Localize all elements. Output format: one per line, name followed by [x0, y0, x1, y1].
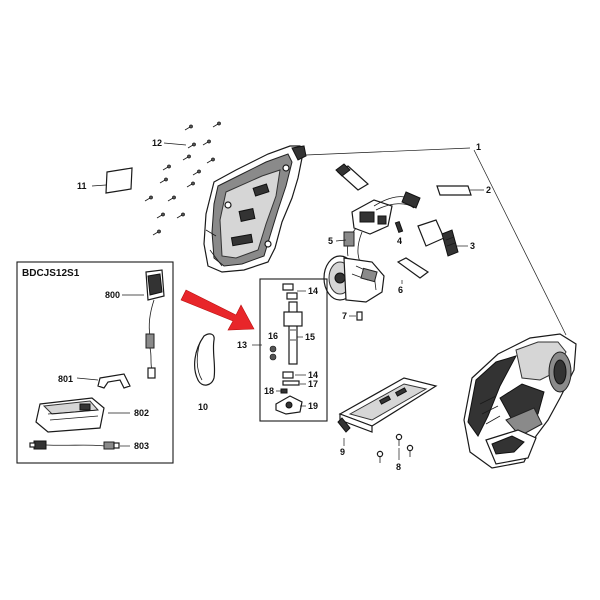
label-12: 12	[152, 138, 162, 148]
washer-17	[282, 380, 300, 386]
label-4: 4	[397, 236, 402, 246]
kit-frame	[16, 261, 174, 464]
label-18: 18	[264, 386, 274, 396]
shoe-plate-9	[337, 377, 438, 433]
label-9: 9	[340, 447, 345, 457]
label-1: 1	[476, 142, 481, 152]
label-3: 3	[470, 241, 475, 251]
label-7: 7	[342, 311, 347, 321]
label-8: 8	[396, 462, 401, 472]
switch-lever	[335, 163, 370, 191]
red-pointer-arrow-shape	[180, 289, 255, 331]
charger-800	[145, 269, 165, 379]
label-19: 19	[308, 401, 318, 411]
clamp-block-14a	[282, 283, 298, 300]
screw-16	[269, 345, 277, 361]
label-2: 2	[486, 185, 491, 195]
wire-guard-10	[194, 333, 216, 386]
clip-6	[396, 257, 430, 279]
label-13: 13	[237, 340, 247, 350]
label-10: 10	[198, 402, 208, 412]
label-16: 16	[268, 331, 278, 341]
label-803: 803	[134, 441, 149, 451]
red-pointer-arrow	[180, 289, 255, 331]
assembled-jigsaw	[463, 333, 577, 469]
trigger-3	[417, 219, 459, 257]
screw-set-12	[144, 121, 221, 236]
label-plate-11	[105, 167, 133, 194]
kit-title: BDCJS12S1	[22, 268, 80, 279]
label-802: 802	[134, 408, 149, 418]
label-5: 5	[328, 236, 333, 246]
pin-18	[280, 388, 288, 394]
label-15: 15	[305, 332, 315, 342]
label-17: 17	[308, 379, 318, 389]
motor-gear-assembly	[323, 255, 385, 303]
screw-set-8	[376, 433, 414, 463]
nameplate-2	[436, 185, 472, 196]
clamp-block-14b	[282, 371, 294, 379]
pin-4	[394, 220, 404, 234]
blade-clamp-kit-frame	[259, 278, 328, 422]
label-801: 801	[58, 374, 73, 384]
belt-clip-801	[97, 373, 131, 389]
usb-cable-803	[29, 440, 120, 450]
housing-half	[203, 145, 307, 273]
pin-7	[356, 311, 363, 321]
label-11: 11	[77, 181, 87, 191]
label-800: 800	[105, 290, 120, 300]
label-6: 6	[398, 285, 403, 295]
plunger-shaft-15	[283, 301, 303, 365]
label-14a: 14	[308, 286, 318, 296]
switch-wiring-5	[343, 191, 421, 263]
blade-holder-19	[275, 395, 303, 415]
label-14b: 14	[308, 370, 318, 380]
storage-case-802	[35, 397, 105, 433]
